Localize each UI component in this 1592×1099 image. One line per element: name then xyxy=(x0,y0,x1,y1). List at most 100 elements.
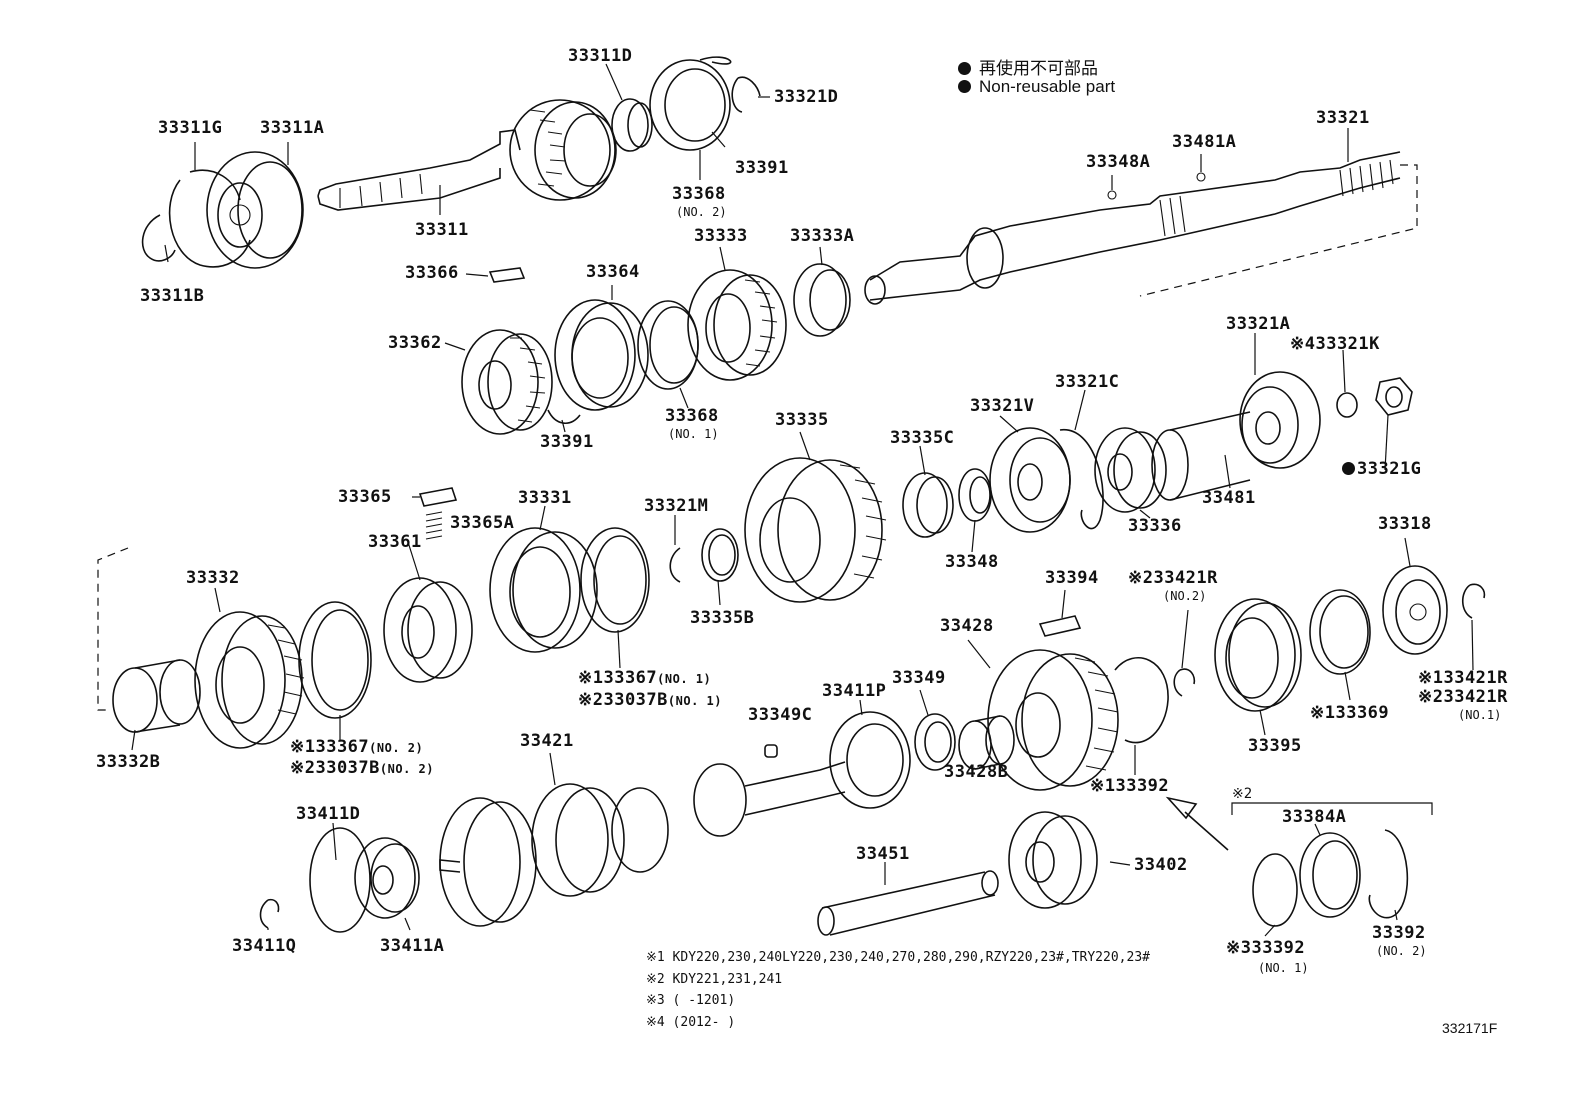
hub-33361 xyxy=(383,577,473,683)
part-label: 33411A xyxy=(380,936,445,956)
part-label: ※133392 xyxy=(1090,776,1170,796)
ring-33421R-no2 xyxy=(1173,668,1196,697)
part-label: 33368 xyxy=(665,406,719,426)
ring-33392-no2 xyxy=(1368,829,1409,919)
gear-33332 xyxy=(194,611,305,749)
gear-33335 xyxy=(744,457,887,603)
key-33394 xyxy=(1038,615,1082,637)
part-label: 33348A xyxy=(1086,152,1151,172)
part-label: 33391 xyxy=(540,432,594,452)
footnote-4: ※4 (2012- ) xyxy=(646,1015,736,1030)
leader-lines xyxy=(131,63,1474,937)
part-label: 33428 xyxy=(940,616,994,636)
part-label: 33428B xyxy=(944,762,1009,782)
legend-line-1: 再使用不可部品 xyxy=(958,54,1098,79)
part-label: 33335B xyxy=(690,608,755,628)
part-label: 33321G xyxy=(1342,461,1421,478)
part-label: ※433321K xyxy=(1290,334,1380,354)
part-label: 33364 xyxy=(586,262,640,282)
part-label: 33332B xyxy=(96,752,161,772)
bearing-33321V xyxy=(989,427,1071,533)
sleeve-33331 xyxy=(489,527,598,653)
part-label: 33332 xyxy=(186,568,240,588)
hub-33318 xyxy=(1382,565,1448,655)
part-sublabel: (NO. 2) xyxy=(1376,944,1427,958)
part-sublabel: (NO.1) xyxy=(1458,708,1502,722)
part-label: 33365 xyxy=(338,487,392,507)
part-label: 33395 xyxy=(1248,736,1302,756)
part-label: ※133367(NO. 1) xyxy=(578,668,712,688)
part-label: 33394 xyxy=(1045,568,1099,588)
gear-33333 xyxy=(687,269,787,381)
part-label: 33392 xyxy=(1372,923,1426,943)
counter-gear-33421 xyxy=(439,761,846,927)
nut-33321G xyxy=(1375,377,1413,416)
part-label: 33411Q xyxy=(232,936,297,956)
gear-33336 xyxy=(1094,427,1167,513)
part-label: 33331 xyxy=(518,488,572,508)
part-label: 33384A xyxy=(1282,807,1347,827)
key-33366 xyxy=(488,267,526,283)
bearing-33411P xyxy=(829,711,911,809)
pin-33451 xyxy=(817,870,999,936)
bearing-33321A xyxy=(1239,371,1321,469)
bearing-33335C xyxy=(902,472,954,538)
part-label: 33411D xyxy=(296,804,361,824)
ring-33421R-no1 xyxy=(1461,583,1486,619)
part-label: 33349 xyxy=(892,668,946,688)
spring-33365A xyxy=(425,511,443,540)
part-label: ※133421R xyxy=(1418,668,1508,688)
bearing-33332B xyxy=(112,659,201,733)
part-label: 33333 xyxy=(694,226,748,246)
part-label: 33391 xyxy=(735,158,789,178)
part-label: 33311D xyxy=(568,46,633,66)
part-label: 33411P xyxy=(822,681,887,701)
part-label: 33365A xyxy=(450,513,515,533)
snap-ring-33411D xyxy=(309,827,371,933)
synchro-ring-33368-no1 xyxy=(637,300,699,390)
bearing-33311D xyxy=(611,98,653,152)
part-label: 33368 xyxy=(672,184,726,204)
part-label: 33318 xyxy=(1378,514,1432,534)
part-label: ※133369 xyxy=(1310,703,1390,723)
part-label: 33333A xyxy=(790,226,855,246)
non-reusable-dot-icon xyxy=(1342,462,1355,475)
spacer-33321K xyxy=(1336,392,1358,418)
output-shaft-33321 xyxy=(864,151,1401,305)
part-label: 33321D xyxy=(774,87,839,107)
gear-33402 xyxy=(1008,811,1098,909)
sleeve-33481 xyxy=(1151,411,1251,501)
ring-33411Q xyxy=(259,898,280,929)
synchro-ring-33367-no1 xyxy=(580,527,650,633)
synchro-ring-33368-no2 xyxy=(649,56,732,151)
part-label: 33421 xyxy=(520,731,574,751)
non-reusable-dot-icon xyxy=(958,80,971,93)
ring-33321D xyxy=(731,76,761,113)
part-label: ※333392 xyxy=(1226,938,1306,958)
ring-33391 xyxy=(547,409,581,424)
part-label: ※233421R xyxy=(1418,687,1508,707)
bearing-33411A xyxy=(354,837,420,919)
part-label: 33481A xyxy=(1172,132,1237,152)
sleeve-33364 xyxy=(554,299,649,411)
diagram-code: 332171F xyxy=(1442,1020,1498,1036)
synchro-ring-33369 xyxy=(1309,589,1371,675)
footnote-1: ※1 KDY220,230,240LY220,230,240,270,280,2… xyxy=(646,950,1150,965)
variant-mark: ※2 xyxy=(1232,786,1253,802)
ring-33335B xyxy=(701,528,739,582)
synchro-ring-33367-no2 xyxy=(298,601,372,719)
part-label: 33349C xyxy=(748,705,813,725)
part-label: 33451 xyxy=(856,844,910,864)
snap-ring-33311B xyxy=(141,214,176,262)
snap-ring-33311G xyxy=(168,169,251,268)
part-sublabel: (NO. 1) xyxy=(1258,961,1309,975)
part-label: 33335C xyxy=(890,428,955,448)
part-label: 33321V xyxy=(970,396,1035,416)
part-label: 33321M xyxy=(644,496,709,516)
part-label: 33311 xyxy=(415,220,469,240)
part-sublabel: (NO. 2) xyxy=(676,205,727,219)
ring-33392-no1 xyxy=(1252,853,1298,927)
part-label: 33362 xyxy=(388,333,442,353)
legend-line-2: Non-reusable part xyxy=(958,77,1115,97)
